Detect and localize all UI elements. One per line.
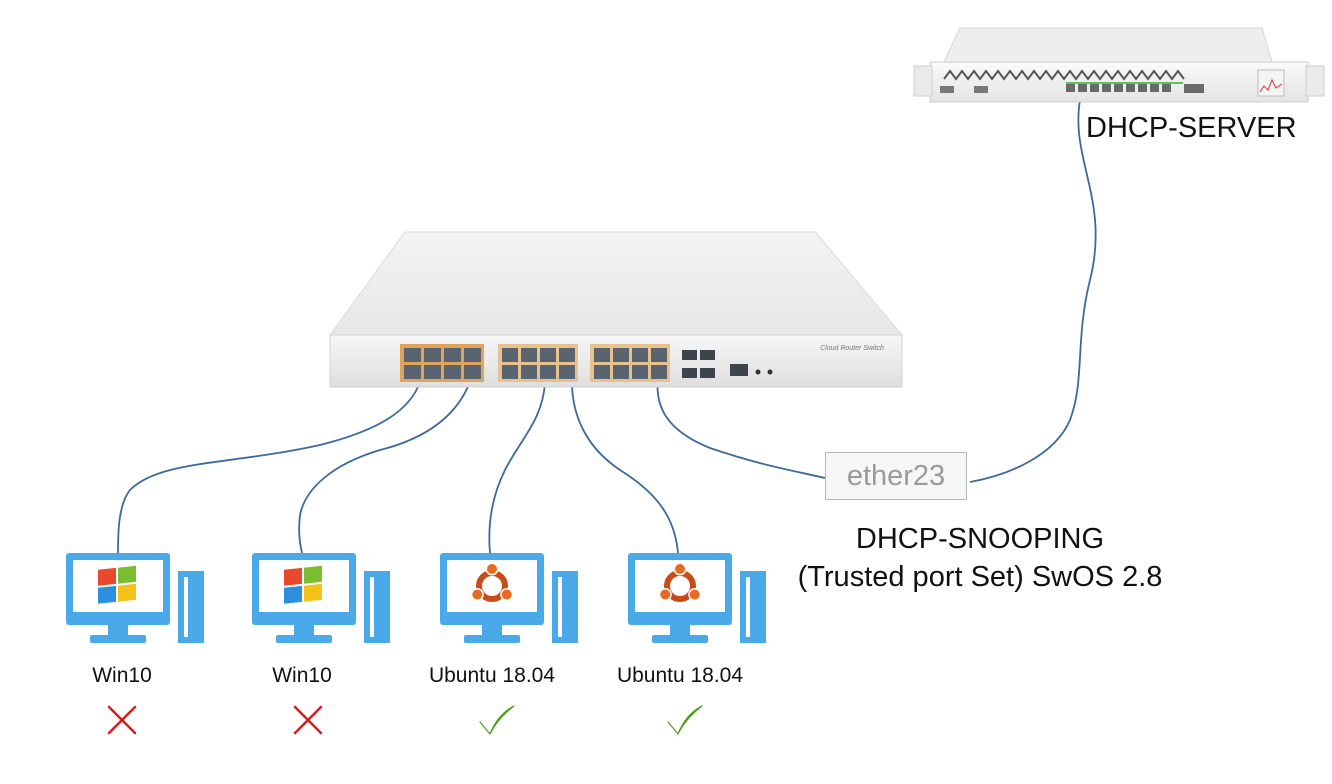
port-bank-3	[594, 348, 667, 379]
dhcp-server-router	[913, 27, 1325, 103]
ubuntu-logo-icon	[658, 562, 702, 602]
monitor-stand	[464, 635, 520, 643]
monitor-neck	[482, 625, 502, 635]
client-label-2: Win10	[272, 664, 332, 687]
ubuntu-logo-icon	[470, 562, 514, 602]
dhcp-server-label: DHCP-SERVER	[1086, 112, 1297, 144]
pc-tower-slot	[370, 577, 374, 637]
pc-tower	[178, 571, 204, 643]
pc-tower-slot	[558, 577, 562, 637]
green-check-icon	[479, 705, 515, 735]
monitor-stand	[90, 635, 146, 643]
client-label-4: Ubuntu 18.04	[616, 664, 744, 687]
pc-tower-slot	[184, 577, 188, 637]
pc-tower	[552, 571, 578, 643]
port-bank-2	[502, 348, 575, 379]
snooping-title: DHCP-SNOOPING	[855, 523, 1105, 555]
router-ports	[1066, 84, 1204, 93]
cables	[117, 99, 1097, 554]
snooping-subtitle: (Trusted port Set) SwOS 2.8	[797, 561, 1163, 593]
client-pc-3	[440, 553, 578, 735]
monitor-stand	[652, 635, 708, 643]
dhcp-snooping-caption: DHCP-SNOOPING (Trusted port Set) SwOS 2.…	[770, 520, 1190, 596]
client-label-1: Win10	[92, 664, 152, 687]
port-bank-1	[404, 348, 481, 379]
client-computers	[66, 553, 766, 735]
windows-logo-icon	[284, 565, 322, 604]
cloud-router-switch: Cloud Router Switch	[329, 231, 904, 388]
cable-server-to-port	[969, 99, 1097, 483]
red-cross-icon	[293, 705, 323, 735]
cable-pc1	[117, 381, 421, 554]
client-pc-1	[66, 553, 204, 735]
cable-pc4	[571, 381, 679, 554]
monitor-neck	[670, 625, 690, 635]
client-pc-2	[252, 553, 390, 735]
client-pc-4	[628, 553, 766, 735]
client-label-3: Ubuntu 18.04	[428, 664, 556, 687]
monitor-neck	[294, 625, 314, 635]
sfp-ports	[682, 350, 748, 378]
green-check-icon	[667, 705, 703, 735]
cable-switch-to-port	[656, 377, 826, 479]
switch-brand-text: Cloud Router Switch	[820, 345, 884, 352]
pc-tower-slot	[746, 577, 750, 637]
pc-tower	[364, 571, 390, 643]
monitor-neck	[108, 625, 128, 635]
cable-pc3	[488, 381, 546, 554]
trusted-port-label: ether23	[825, 452, 967, 500]
cable-pc2	[298, 381, 471, 554]
windows-logo-icon	[98, 565, 136, 604]
red-cross-icon	[107, 705, 137, 735]
pc-tower	[740, 571, 766, 643]
monitor-stand	[276, 635, 332, 643]
